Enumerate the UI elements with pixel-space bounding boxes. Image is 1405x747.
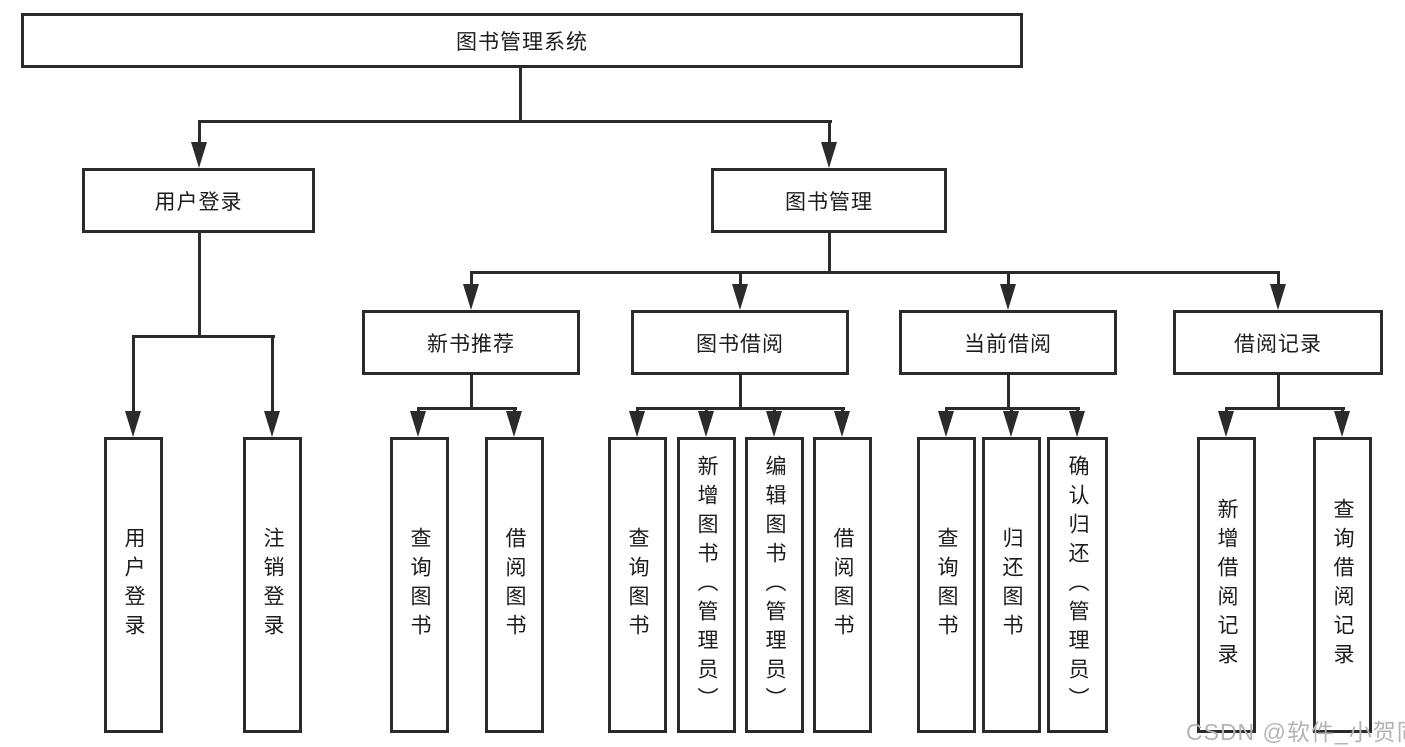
node-label: 确认归还（管理员）	[1066, 454, 1090, 716]
connector-line	[198, 120, 832, 123]
connector-line	[470, 374, 473, 409]
leaf-user-login: 用户登录	[104, 437, 163, 733]
node-label: 查询图书	[408, 527, 432, 643]
node-label: 编辑图书（管理员）	[763, 454, 787, 716]
node-root-library-system: 图书管理系统	[21, 13, 1023, 68]
node-label: 查询图书	[626, 527, 650, 643]
connector-line	[739, 374, 742, 409]
node-label: 图书管理	[785, 190, 873, 214]
connector-line	[1277, 271, 1280, 286]
leaf-add-books-admin: 新增图书（管理员）	[677, 437, 736, 733]
node-label: 用户登录	[154, 190, 243, 214]
connector-line	[470, 271, 473, 286]
node-label: 图书借阅	[696, 332, 784, 356]
node-label: 注销登录	[261, 527, 285, 643]
connector-line	[1007, 271, 1010, 286]
arrowhead-icon	[821, 142, 837, 168]
node-borrowing-records: 借阅记录	[1173, 310, 1383, 375]
leaf-logout: 注销登录	[243, 437, 302, 733]
connector-line	[739, 271, 742, 286]
connector-line	[132, 335, 275, 338]
leaf-borrow-books: 借阅图书	[813, 437, 872, 733]
node-book-management-branch: 图书管理	[711, 168, 947, 233]
arrowhead-icon	[834, 411, 850, 437]
arrowhead-icon	[410, 411, 426, 437]
node-label: 新增借阅记录	[1215, 498, 1239, 672]
node-current-borrowing: 当前借阅	[899, 310, 1117, 375]
connector-line	[271, 335, 274, 413]
connector-line	[1007, 374, 1010, 409]
arrowhead-icon	[125, 411, 141, 437]
leaf-borrow-books-recommend: 借阅图书	[485, 437, 544, 733]
node-label: 新增图书（管理员）	[695, 454, 719, 716]
arrowhead-icon	[698, 411, 714, 437]
arrowhead-icon	[264, 411, 280, 437]
arrowhead-icon	[1270, 284, 1286, 310]
node-book-borrowing: 图书借阅	[631, 310, 849, 375]
connector-line	[1277, 374, 1280, 409]
arrowhead-icon	[1334, 411, 1350, 437]
node-new-book-recommend: 新书推荐	[362, 310, 580, 375]
arrowhead-icon	[506, 411, 522, 437]
node-label: 查询图书	[935, 527, 959, 643]
node-label: 归还图书	[1000, 527, 1024, 643]
leaf-query-books-borrowing: 查询图书	[608, 437, 667, 733]
node-label: 借阅图书	[831, 527, 855, 643]
arrowhead-icon	[732, 284, 748, 310]
leaf-return-books: 归还图书	[982, 437, 1041, 733]
connector-line	[470, 271, 1280, 274]
leaf-query-books-recommend: 查询图书	[390, 437, 449, 733]
arrowhead-icon	[463, 284, 479, 310]
connector-line	[198, 232, 201, 338]
leaf-add-borrow-record: 新增借阅记录	[1197, 437, 1256, 733]
arrowhead-icon	[1000, 284, 1016, 310]
connector-line	[828, 233, 831, 273]
node-label: 借阅记录	[1234, 332, 1322, 356]
node-label: 借阅图书	[503, 527, 527, 643]
connector-line	[132, 335, 135, 413]
leaf-confirm-return-admin: 确认归还（管理员）	[1047, 437, 1108, 733]
connector-line	[519, 68, 522, 122]
arrowhead-icon	[1069, 411, 1085, 437]
connector-line	[636, 407, 845, 410]
connector-line	[1225, 407, 1345, 410]
node-user-login-branch: 用户登录	[82, 168, 315, 233]
arrowhead-icon	[1218, 411, 1234, 437]
connector-line	[417, 407, 517, 410]
arrowhead-icon	[1003, 411, 1019, 437]
arrowhead-icon	[938, 411, 954, 437]
node-label: 当前借阅	[964, 332, 1052, 356]
node-label: 新书推荐	[427, 332, 515, 356]
node-label: 用户登录	[122, 527, 146, 643]
leaf-query-books-current: 查询图书	[917, 437, 976, 733]
leaf-edit-books-admin: 编辑图书（管理员）	[745, 437, 804, 733]
node-label: 查询借阅记录	[1331, 498, 1355, 672]
arrowhead-icon	[629, 411, 645, 437]
leaf-query-borrow-record: 查询借阅记录	[1313, 437, 1372, 733]
connector-line	[198, 120, 201, 144]
arrowhead-icon	[766, 411, 782, 437]
arrowhead-icon	[191, 142, 207, 168]
node-label: 图书管理系统	[456, 30, 588, 54]
connector-line	[828, 120, 831, 144]
csdn-watermark: CSDN @软件_小贺同学	[1186, 719, 1405, 745]
